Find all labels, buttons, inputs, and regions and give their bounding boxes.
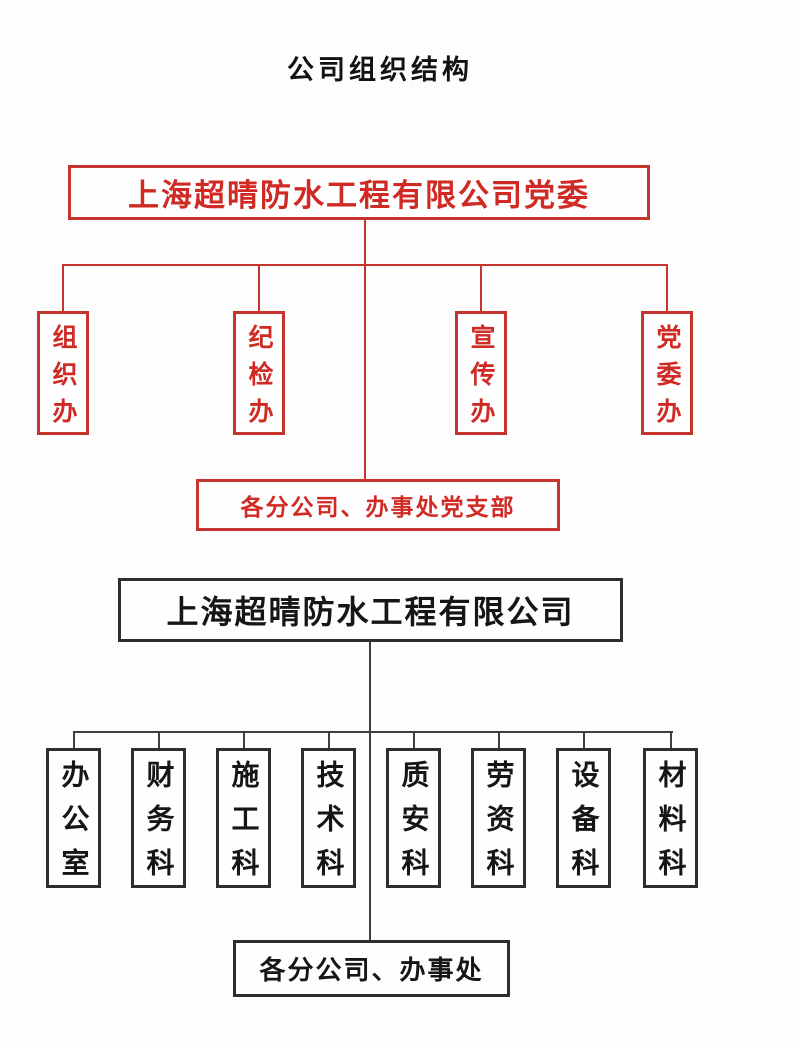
party-connector-center-vertical bbox=[364, 220, 366, 479]
department-box-labor-wages: 劳资科 bbox=[471, 748, 526, 892]
company-connector-drop bbox=[73, 731, 75, 749]
department-box-materials: 材料科 bbox=[643, 748, 698, 892]
department-label: 技术科 bbox=[313, 760, 345, 892]
company-connector-drop bbox=[498, 731, 500, 749]
party-connector-drop bbox=[258, 264, 260, 311]
department-label: 质安科 bbox=[398, 760, 430, 892]
company-root-box: 上海超晴防水工程有限公司 bbox=[118, 578, 623, 642]
company-connector-center-vertical bbox=[369, 642, 371, 940]
department-box-office: 办公室 bbox=[46, 748, 101, 892]
party-office-label: 党委办 bbox=[653, 323, 681, 435]
party-office-box-organization: 组织办 bbox=[37, 311, 89, 435]
department-box-quality-safety: 质安科 bbox=[386, 748, 441, 892]
party-office-label: 组织办 bbox=[49, 323, 77, 435]
department-box-finance: 财务科 bbox=[131, 748, 186, 892]
party-office-label: 纪检办 bbox=[245, 323, 273, 435]
company-connector-drop bbox=[413, 731, 415, 749]
company-connector-drop bbox=[328, 731, 330, 749]
party-connector-horizontal bbox=[62, 264, 668, 266]
company-connector-drop bbox=[243, 731, 245, 749]
department-box-equipment: 设备科 bbox=[556, 748, 611, 892]
company-connector-drop bbox=[583, 731, 585, 749]
party-office-label: 宣传办 bbox=[467, 323, 495, 435]
department-box-construction: 施工科 bbox=[216, 748, 271, 892]
department-label: 办公室 bbox=[58, 760, 90, 892]
party-office-box-propaganda: 宣传办 bbox=[455, 311, 507, 435]
company-connector-drop bbox=[670, 731, 672, 749]
party-connector-drop bbox=[666, 264, 668, 311]
party-office-box-discipline: 纪检办 bbox=[233, 311, 285, 435]
department-label: 设备科 bbox=[568, 760, 600, 892]
department-label: 财务科 bbox=[143, 760, 175, 892]
party-office-box-committee: 党委办 bbox=[641, 311, 693, 435]
company-connector-horizontal bbox=[73, 731, 673, 733]
page-title: 公司组织结构 bbox=[287, 55, 473, 85]
party-connector-drop bbox=[62, 264, 64, 311]
party-connector-drop bbox=[480, 264, 482, 311]
department-label: 施工科 bbox=[228, 760, 260, 892]
company-branch-box: 各分公司、办事处 bbox=[233, 940, 510, 997]
department-box-technology: 技术科 bbox=[301, 748, 356, 892]
party-committee-root-box: 上海超晴防水工程有限公司党委 bbox=[68, 165, 650, 220]
department-label: 材料科 bbox=[655, 760, 687, 892]
department-label: 劳资科 bbox=[483, 760, 515, 892]
party-branch-box: 各分公司、办事处党支部 bbox=[196, 479, 560, 531]
company-connector-drop bbox=[158, 731, 160, 749]
